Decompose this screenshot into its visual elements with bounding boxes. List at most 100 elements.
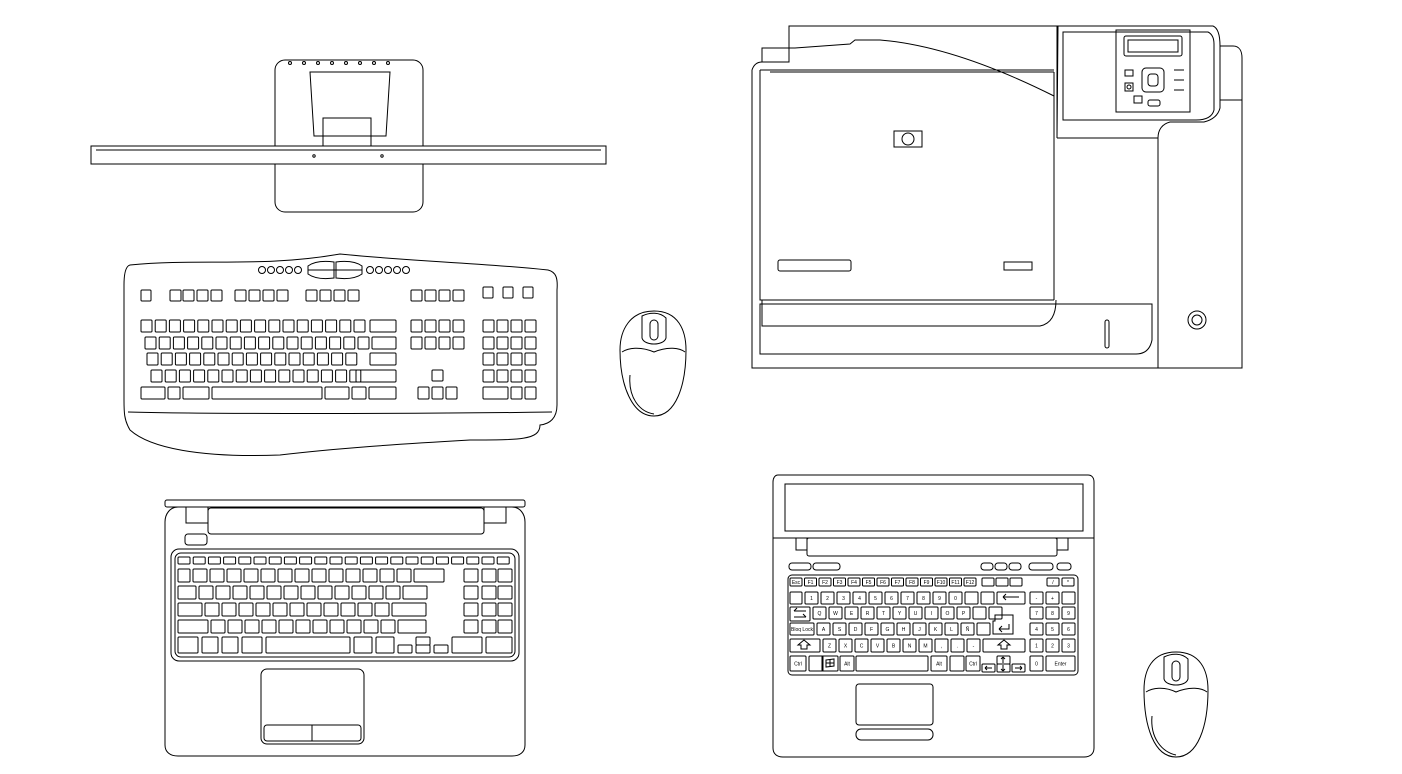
numpad-key [510, 352, 523, 366]
letter-key [832, 622, 847, 636]
function-key [496, 556, 510, 565]
function-key [262, 289, 275, 302]
numpad-key [497, 619, 513, 634]
function-key [818, 577, 832, 587]
number-key [836, 591, 851, 605]
function-key [329, 556, 343, 565]
key [243, 568, 259, 583]
function-key-label: Esc [792, 580, 801, 586]
media-button [366, 266, 374, 274]
key [300, 585, 316, 600]
mouse-body [1143, 651, 1209, 758]
media-dial-right [335, 261, 363, 279]
monitor-screw [312, 154, 316, 158]
key [158, 336, 171, 350]
printer-power-button-ring [1187, 310, 1207, 330]
printer-tray-edge [770, 71, 1055, 300]
key [385, 585, 401, 600]
numpad-enter-key [1045, 655, 1076, 672]
letter-key [848, 622, 863, 636]
key [225, 319, 238, 333]
letter-key [886, 638, 901, 653]
key [286, 336, 299, 350]
mouse-button-line [621, 347, 686, 353]
key [146, 352, 159, 366]
numpad-enter-key-label: Enter [1055, 662, 1067, 668]
key [150, 369, 163, 383]
special-key [502, 286, 514, 299]
key [351, 585, 367, 600]
key [203, 352, 216, 366]
key [221, 369, 234, 383]
key [204, 602, 220, 617]
laptop-touchpad [260, 668, 365, 745]
nav-key [424, 319, 437, 333]
numpad-key [1045, 606, 1060, 620]
function-key [305, 289, 318, 302]
laptop-keyboard-area [787, 574, 1079, 676]
backspace-key [996, 591, 1026, 605]
arrow-key [433, 644, 449, 654]
arrow-up-key [431, 369, 444, 382]
letter-key [912, 622, 927, 636]
laptop-power-button [788, 562, 812, 571]
numpad-key-label: 0 [1035, 662, 1038, 668]
function-key [333, 289, 346, 302]
function-key-label: F2 [822, 580, 828, 586]
mouse-side-line [629, 374, 655, 415]
numpad-key [463, 619, 479, 634]
function-key-label: F11 [951, 580, 959, 586]
key [249, 585, 265, 600]
key [210, 619, 226, 634]
letter-key [822, 638, 837, 653]
key [317, 585, 333, 600]
key [140, 386, 166, 400]
key [964, 591, 979, 605]
function-key [481, 556, 495, 565]
letter-key-label: G [886, 627, 890, 633]
key [353, 636, 373, 654]
key [249, 369, 262, 383]
printer-front-face [759, 70, 1054, 301]
laptop-media-button [1056, 562, 1072, 571]
letter-key [940, 606, 955, 620]
numpad-key [1029, 638, 1044, 653]
key [172, 336, 185, 350]
numpad-key [1046, 577, 1060, 587]
key [351, 386, 367, 400]
mouse-top-panel [641, 312, 667, 345]
backspace-key [369, 319, 397, 333]
letter-key-label: B [892, 644, 896, 650]
key [292, 369, 305, 383]
key [177, 585, 197, 600]
numpad-key [482, 386, 509, 400]
key [274, 352, 287, 366]
key [154, 319, 167, 333]
letter-key-label: U [914, 611, 918, 617]
mouse-side-line [1151, 715, 1177, 756]
letter-key [892, 606, 907, 620]
numpad-key-label: * [1067, 580, 1069, 586]
number-key [932, 591, 947, 605]
letter-key-label: I [931, 611, 932, 617]
number-key-label: 4 [858, 596, 861, 602]
key [277, 568, 293, 583]
printer-handle [777, 259, 852, 272]
letter-key-label: M [923, 644, 927, 650]
tab-arrows-icon [793, 607, 807, 618]
number-key-label: 0 [954, 596, 957, 602]
key [283, 585, 299, 600]
letter-key [924, 606, 939, 620]
key [311, 568, 327, 583]
function-key-label: F8 [909, 580, 915, 586]
shift-arrow-icon [796, 639, 812, 650]
key [235, 369, 248, 383]
function-key [223, 556, 237, 565]
function-key [248, 289, 261, 302]
letter-key-label: , [941, 644, 942, 650]
key [177, 568, 191, 583]
function-key [934, 577, 948, 587]
laptop-hinge-left [795, 537, 808, 551]
key [201, 636, 219, 654]
